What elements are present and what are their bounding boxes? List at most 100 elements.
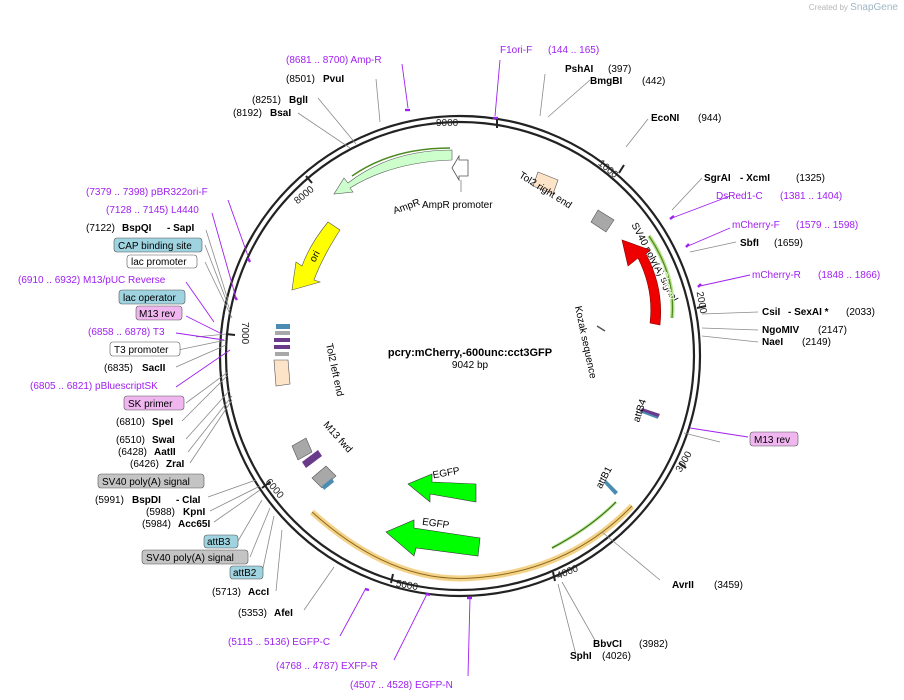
primer-pbluescript-label: (6805 .. 6821) pBluescriptSK [30, 381, 158, 392]
enzyme-sacii-pos: (6835) [104, 363, 133, 374]
feature-label-m13fwd: M13 fwd [321, 420, 354, 455]
primer-pbr322-label: (7379 .. 7398) pBR322ori-F [86, 187, 208, 198]
primer-l4440-label: (7128 .. 7145) L4440 [106, 205, 199, 216]
enzyme-ngomiv-name: NgoMIV [762, 325, 800, 336]
primer-dsred-range: (1381 .. 1404) [780, 191, 842, 202]
enzyme-acci-name: AccI [248, 587, 269, 598]
tick-label-1000: 1000 [596, 158, 620, 181]
primer-f1ori-range: (144 .. 165) [548, 45, 599, 56]
enzyme-bspqi-pos: (7122) [86, 223, 115, 234]
enzyme-sgrai-name: SgrAI [704, 173, 731, 184]
enzyme-bspqi-name: BspQI [122, 223, 152, 234]
snapgene-credit: Created by SnapGene [809, 2, 898, 13]
enzyme-swai-name: SwaI [152, 435, 175, 446]
enzyme-avrii-pos: (3459) [714, 580, 743, 591]
scale-ticks [225, 118, 707, 584]
primer-mcherryr-range: (1848 .. 1866) [818, 270, 880, 281]
feature-label-kozak: Kozak sequence [572, 305, 598, 380]
enzyme-econi-name: EcoNI [651, 113, 680, 124]
enzyme-bbvci-name: BbvCI [593, 639, 622, 650]
enzyme-avrii-name: AvrII [672, 580, 694, 591]
feature-attb4: attB4 [631, 398, 660, 424]
primer-f1ori-label: F1ori-F [500, 45, 532, 56]
primer-m13puc-label: (6910 .. 6932) M13/pUC Reverse [18, 275, 166, 286]
enzyme-pvui-pos: (8501) [286, 74, 315, 85]
leader-lines [175, 73, 759, 656]
enzyme-spei-pos: (6810) [116, 417, 145, 428]
enzyme-sphi-name: SphI [570, 651, 592, 662]
primer-egfpn-label: (4507 .. 4528) EGFP-N [350, 680, 453, 691]
feature-egfp-1: EGFP [407, 466, 477, 503]
primer-mcherryf-range: (1579 .. 1598) [796, 220, 858, 231]
enzyme-swai-pos: (6510) [116, 435, 145, 446]
enzyme-sacii-name: SacII [142, 363, 166, 374]
enzyme-pshai-name: PshAI [565, 64, 594, 75]
enzyme-clai-name: - ClaI [176, 495, 201, 506]
feature-t3-promoter: T3 promoter [114, 345, 169, 356]
feature-sv40-label-b: SV40 poly(A) signal [146, 553, 234, 564]
feature-label-tol2-left: Tol2 left end [323, 342, 345, 397]
feature-origin-band [309, 500, 635, 582]
primer-m13rev-left: M13 rev [139, 309, 175, 320]
feature-ampr-promoter: AmpR promoter [422, 154, 493, 211]
enzyme-econi-pos: (944) [698, 113, 721, 124]
enzyme-sapi-name: - SapI [167, 223, 194, 234]
enzyme-bgli-name: BglI [289, 95, 308, 106]
outer-labels-top: (8681 .. 8700) Amp-R F1ori-F (144 .. 165… [233, 45, 721, 124]
feature-label-ampr: AmpR [392, 197, 422, 217]
tick-label-4000: 4000 [555, 563, 580, 582]
enzyme-kpni-name: KpnI [183, 507, 205, 518]
primer-leader-lines [175, 59, 751, 677]
feature-label-ori: ori [308, 249, 323, 264]
enzyme-zrai-name: ZraI [166, 459, 185, 470]
enzyme-zrai-pos: (6426) [130, 459, 159, 470]
feature-ori: ori [291, 221, 341, 291]
enzyme-pshai-pos: (397) [608, 64, 631, 75]
enzyme-bsai-pos: (8192) [233, 108, 262, 119]
enzyme-bgli-pos: (8251) [252, 95, 281, 106]
primer-m13rev-right: M13 rev [754, 435, 790, 446]
primer-mcherryf-label: mCherry-F [732, 220, 780, 231]
enzyme-sphi-pos: (4026) [602, 651, 631, 662]
enzyme-afei-name: AfeI [274, 608, 293, 619]
tick-label-5000: 5000 [395, 578, 419, 593]
feature-m13fwd-cluster: M13 fwd [291, 420, 354, 490]
feature-attb2-label: attB2 [233, 568, 257, 579]
primer-t3-label: (6858 .. 6878) T3 [88, 327, 165, 338]
feature-attb3-label: attB3 [207, 537, 231, 548]
enzyme-aatii-name: AatII [154, 447, 176, 458]
primer-egfpc-label: (5115 .. 5136) EGFP-C [228, 637, 330, 648]
outer-labels-bottom: (5115 .. 5136) EGFP-C (4768 .. 4787) EXF… [228, 637, 668, 691]
enzyme-sgrai-pos: (1325) [796, 173, 825, 184]
plasmid-name: pcry:mCherry,-600unc:cct3GFP [388, 347, 552, 359]
enzyme-acci-pos: (5713) [212, 587, 241, 598]
feature-label-ampr-promoter: AmpR promoter [422, 200, 493, 211]
enzyme-acc65i-pos: (5984) [142, 519, 171, 530]
enzyme-bmgbi-pos: (442) [642, 76, 665, 87]
enzyme-bsai-name: BsaI [270, 108, 291, 119]
primer-mcherryr-label: mCherry-R [752, 270, 801, 281]
enzyme-bspdi-name: BspDI [132, 495, 161, 506]
tick-label-3000: 3000 [674, 449, 695, 474]
enzyme-bbvci-pos: (3982) [639, 639, 668, 650]
enzyme-afei-pos: (5353) [238, 608, 267, 619]
enzyme-bmgbi-name: BmgBI [590, 76, 622, 87]
enzyme-naei-name: NaeI [762, 337, 783, 348]
feature-label-egfp-2: EGFP [421, 517, 450, 532]
tick-label-9000: 9000 [436, 118, 459, 129]
primer-sk-label: SK primer [128, 399, 173, 410]
enzyme-aatii-pos: (6428) [118, 447, 147, 458]
feature-tol2-right-end: Tol2 right end [517, 170, 574, 211]
enzyme-naei-pos: (2149) [802, 337, 831, 348]
primer-exfpr-label: (4768 .. 4787) EXFP-R [276, 661, 378, 672]
primer-dsred-label: DsRed1-C [716, 191, 763, 202]
feature-kozak: Kozak sequence [572, 305, 606, 380]
enzyme-sbfi-name: SbfI [740, 238, 759, 249]
enzyme-sexai-name: - SexAI * [788, 307, 829, 318]
enzyme-csii-name: CsiI [762, 307, 781, 318]
tick-label-2000: 2000 [694, 291, 709, 315]
outer-labels-right: SgrAI - XcmI (1325) DsRed1-C (1381 .. 14… [672, 173, 880, 591]
enzyme-kpni-pos: (5988) [146, 507, 175, 518]
feature-label-egfp-1: EGFP [432, 466, 461, 482]
